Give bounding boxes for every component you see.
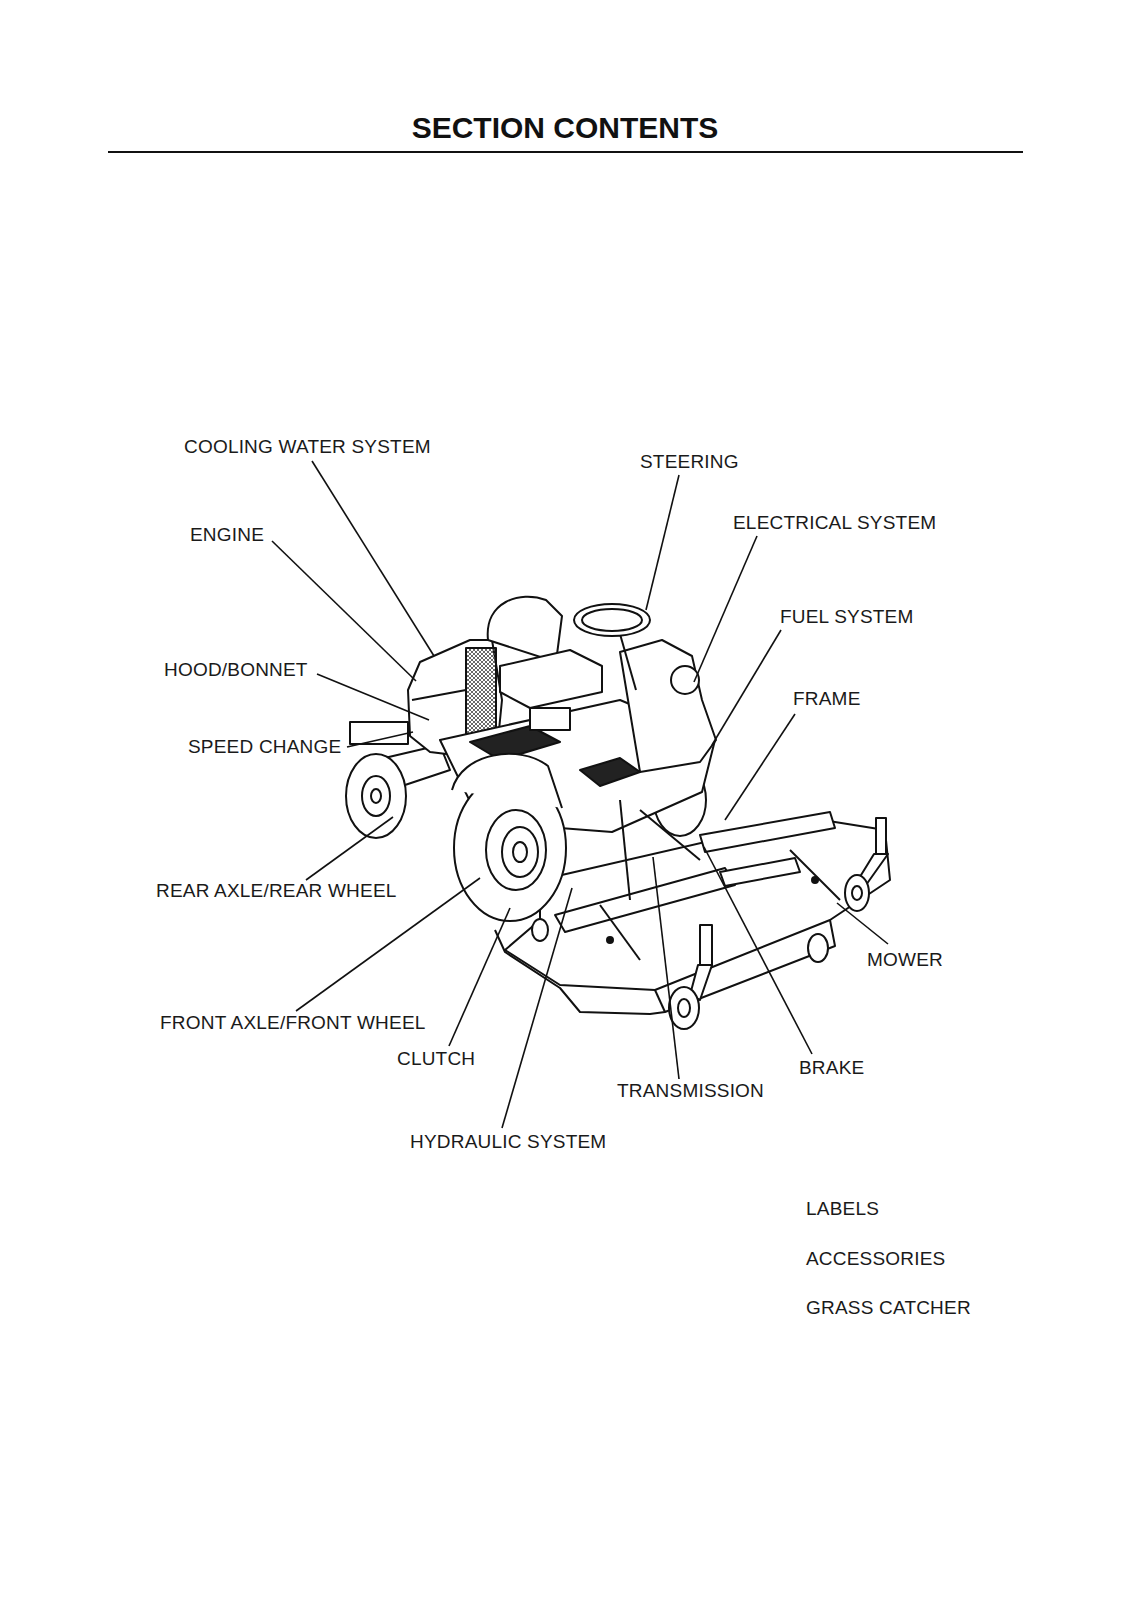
leader-line [653,857,679,1079]
part-label: CLUTCH [397,1049,475,1069]
drive-shaft [640,810,700,860]
leader-line [646,475,679,610]
caster-wheel [532,919,548,941]
bolt [607,937,613,943]
part-label: FUEL SYSTEM [780,607,913,627]
rear-bumper [350,722,408,744]
leader-line [694,536,757,682]
pedal [580,758,640,786]
front-wheel-rim [502,827,538,877]
part-label: LABELS [806,1199,879,1219]
caster-wheel [669,987,699,1029]
deck-link [600,905,640,960]
leader-line [704,847,812,1054]
leader-line [312,461,434,656]
leader-line [306,817,393,880]
part-label: FRAME [793,689,861,709]
part-label: REAR AXLE/REAR WHEEL [156,881,397,901]
leader-line [725,714,795,820]
part-label: FRONT AXLE/FRONT WHEEL [160,1013,426,1033]
tractor-drawing [346,597,890,1029]
steering-wheel [574,604,650,636]
seat-base [530,708,570,730]
deck-bracket [720,858,800,886]
front-wheel-hub [513,842,527,862]
part-label: HOOD/BONNET [164,660,308,680]
dash-console [620,640,716,772]
rear-wheel [346,754,406,838]
leader-line [837,903,888,944]
hood-grille [466,648,496,736]
hydraulic-cylinder [620,800,630,900]
part-label: MOWER [867,950,943,970]
caster-hub [852,886,862,900]
part-label: COOLING WATER SYSTEM [184,437,431,457]
rear-wheel-hub [371,789,381,803]
steering-wheel-inner [582,609,642,631]
caster-wheel [845,875,869,911]
part-label: GRASS CATCHER [806,1298,971,1318]
deck-link [790,850,840,900]
part-label: HYDRAULIC SYSTEM [410,1132,606,1152]
part-label: BRAKE [799,1058,864,1078]
page-title: SECTION CONTENTS [412,111,719,145]
caster-hub [678,999,690,1017]
part-label: SPEED CHANGE [188,737,341,757]
rear-wheel-rim [362,776,390,816]
leader-line [449,908,510,1046]
fender [452,754,562,808]
part-label: ENGINE [190,525,264,545]
steering-column [620,634,636,690]
caster-wheel [808,934,828,962]
part-label: TRANSMISSION [617,1081,764,1101]
deck-edge [655,990,665,1012]
seat-cushion [500,650,602,708]
deck-arm [555,868,735,932]
leader-line [502,888,572,1128]
deck-arm [700,812,835,852]
part-label: STEERING [640,452,739,472]
caster-post [700,925,712,965]
title-rule [108,151,1023,153]
leader-line [347,732,413,747]
seat-back [488,597,562,662]
front-wheel-tread [486,810,546,890]
leader-line [712,630,781,745]
caster-post [876,818,886,854]
leader-line [317,674,429,720]
bolt [812,877,818,883]
part-label: ACCESSORIES [806,1249,945,1269]
hood-line [412,690,466,700]
part-label: ELECTRICAL SYSTEM [733,513,936,533]
